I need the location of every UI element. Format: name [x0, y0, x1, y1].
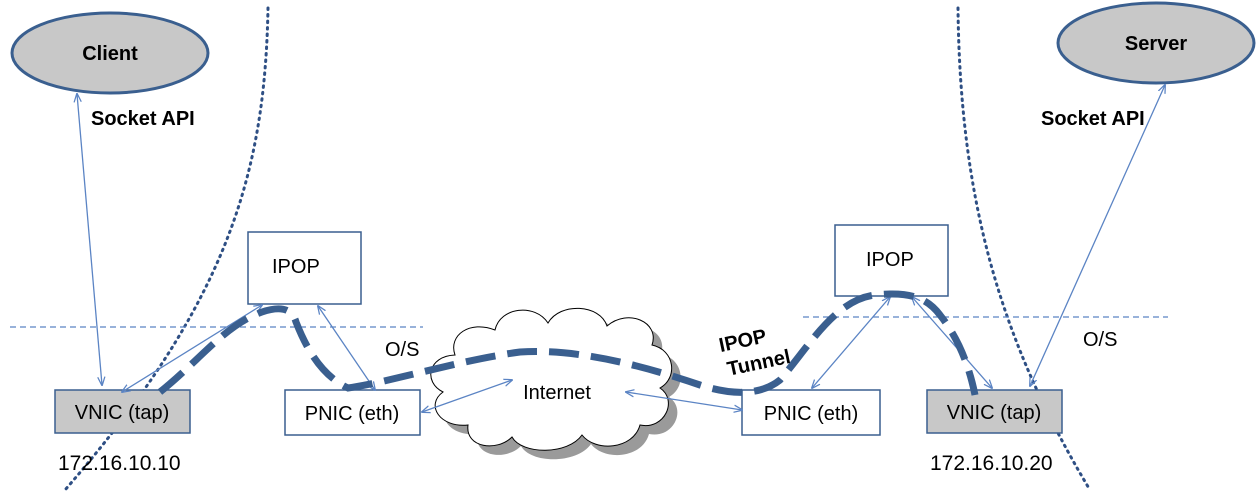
- right-pnic-label: PNIC (eth): [764, 403, 858, 425]
- client-node: [10, 11, 210, 95]
- server-label: Server: [1125, 33, 1187, 55]
- right-os-label: O/S: [1083, 329, 1117, 351]
- ipop-pnic-arrow-left: [318, 306, 375, 390]
- right-vnic-box: [926, 389, 1063, 434]
- left-ip-address: 172.16.10.10: [58, 452, 181, 475]
- left-ipop-label: IPOP: [272, 256, 320, 278]
- left-pnic-label: PNIC (eth): [305, 403, 399, 425]
- right-socket-api-label: Socket API: [1041, 108, 1145, 130]
- ipop-tunnel-label: IPOP Tunnel: [717, 326, 792, 381]
- ipop-tunnel-path: [157, 290, 979, 396]
- left-host-boundary: [63, 6, 270, 492]
- internet-pnic-arrow-right: [626, 392, 742, 410]
- pnic-ipop-arrow-right: [812, 297, 890, 388]
- left-socket-api-label: Socket API: [91, 108, 195, 130]
- client-vnic-arrow: [77, 94, 102, 385]
- right-vnic-label: VNIC (tap): [947, 402, 1041, 424]
- right-ipop-label: IPOP: [866, 249, 914, 271]
- left-vnic-label: VNIC (tap): [75, 402, 169, 424]
- vnic-ipop-arrow-left: [122, 305, 262, 392]
- left-os-label: O/S: [385, 339, 419, 361]
- left-vnic-box: [54, 389, 191, 434]
- ipop-vnic-arrow-right: [912, 297, 992, 388]
- client-label: Client: [82, 43, 138, 65]
- internet-cloud: [430, 307, 681, 460]
- vnic-server-arrow: [1030, 85, 1165, 386]
- pnic-internet-arrow-left: [422, 380, 512, 412]
- left-ipop-box: [247, 231, 362, 305]
- left-pnic-box: [284, 389, 421, 436]
- internet-label: Internet: [523, 382, 591, 404]
- connection-arrows: [77, 85, 1165, 412]
- right-ip-address: 172.16.10.20: [930, 452, 1053, 475]
